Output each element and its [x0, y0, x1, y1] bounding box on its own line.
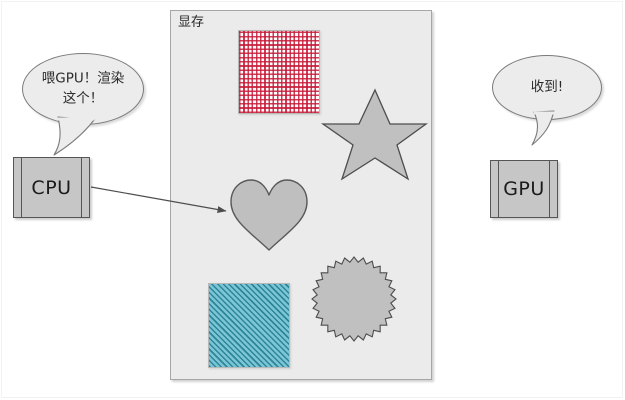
cpu-bubble-line-1: 喂GPU！渲染 [41, 70, 125, 87]
teal-diagonal-square [208, 283, 290, 368]
gpu-speech-bubble-text: 收到! [530, 78, 564, 95]
gray-star [320, 88, 429, 181]
cpu-speech-bubble-tail [53, 116, 95, 156]
cpu-chip-pin-right [81, 158, 82, 217]
cpu-chip-pin-left [21, 158, 22, 217]
cpu-bubble-line-2: 这个！ [62, 90, 104, 106]
gpu-speech-bubble-tail [531, 110, 556, 146]
gpu-chip-pin-left [498, 161, 499, 217]
vram-label: 显存 [178, 15, 205, 30]
gpu-chip[interactable]: GPU [490, 160, 558, 218]
gpu-chip-pin-right [549, 161, 550, 217]
gray-starburst [311, 256, 397, 342]
gpu-speech-bubble-body [492, 55, 602, 120]
cpu-chip[interactable]: CPU [13, 157, 90, 218]
cpu-speech-bubble: 喂GPU！渲染 这个！ [22, 53, 144, 156]
gpu-label: GPU [503, 178, 545, 200]
red-crosshatch-square [238, 30, 320, 114]
gray-heart [230, 179, 308, 251]
cpu-speech-bubble-body [22, 53, 144, 125]
cpu-speech-bubble-text: 喂GPU！渲染 这个！ [22, 69, 144, 108]
cpu-label: CPU [31, 176, 72, 199]
gpu-speech-bubble: 收到! [492, 55, 602, 146]
